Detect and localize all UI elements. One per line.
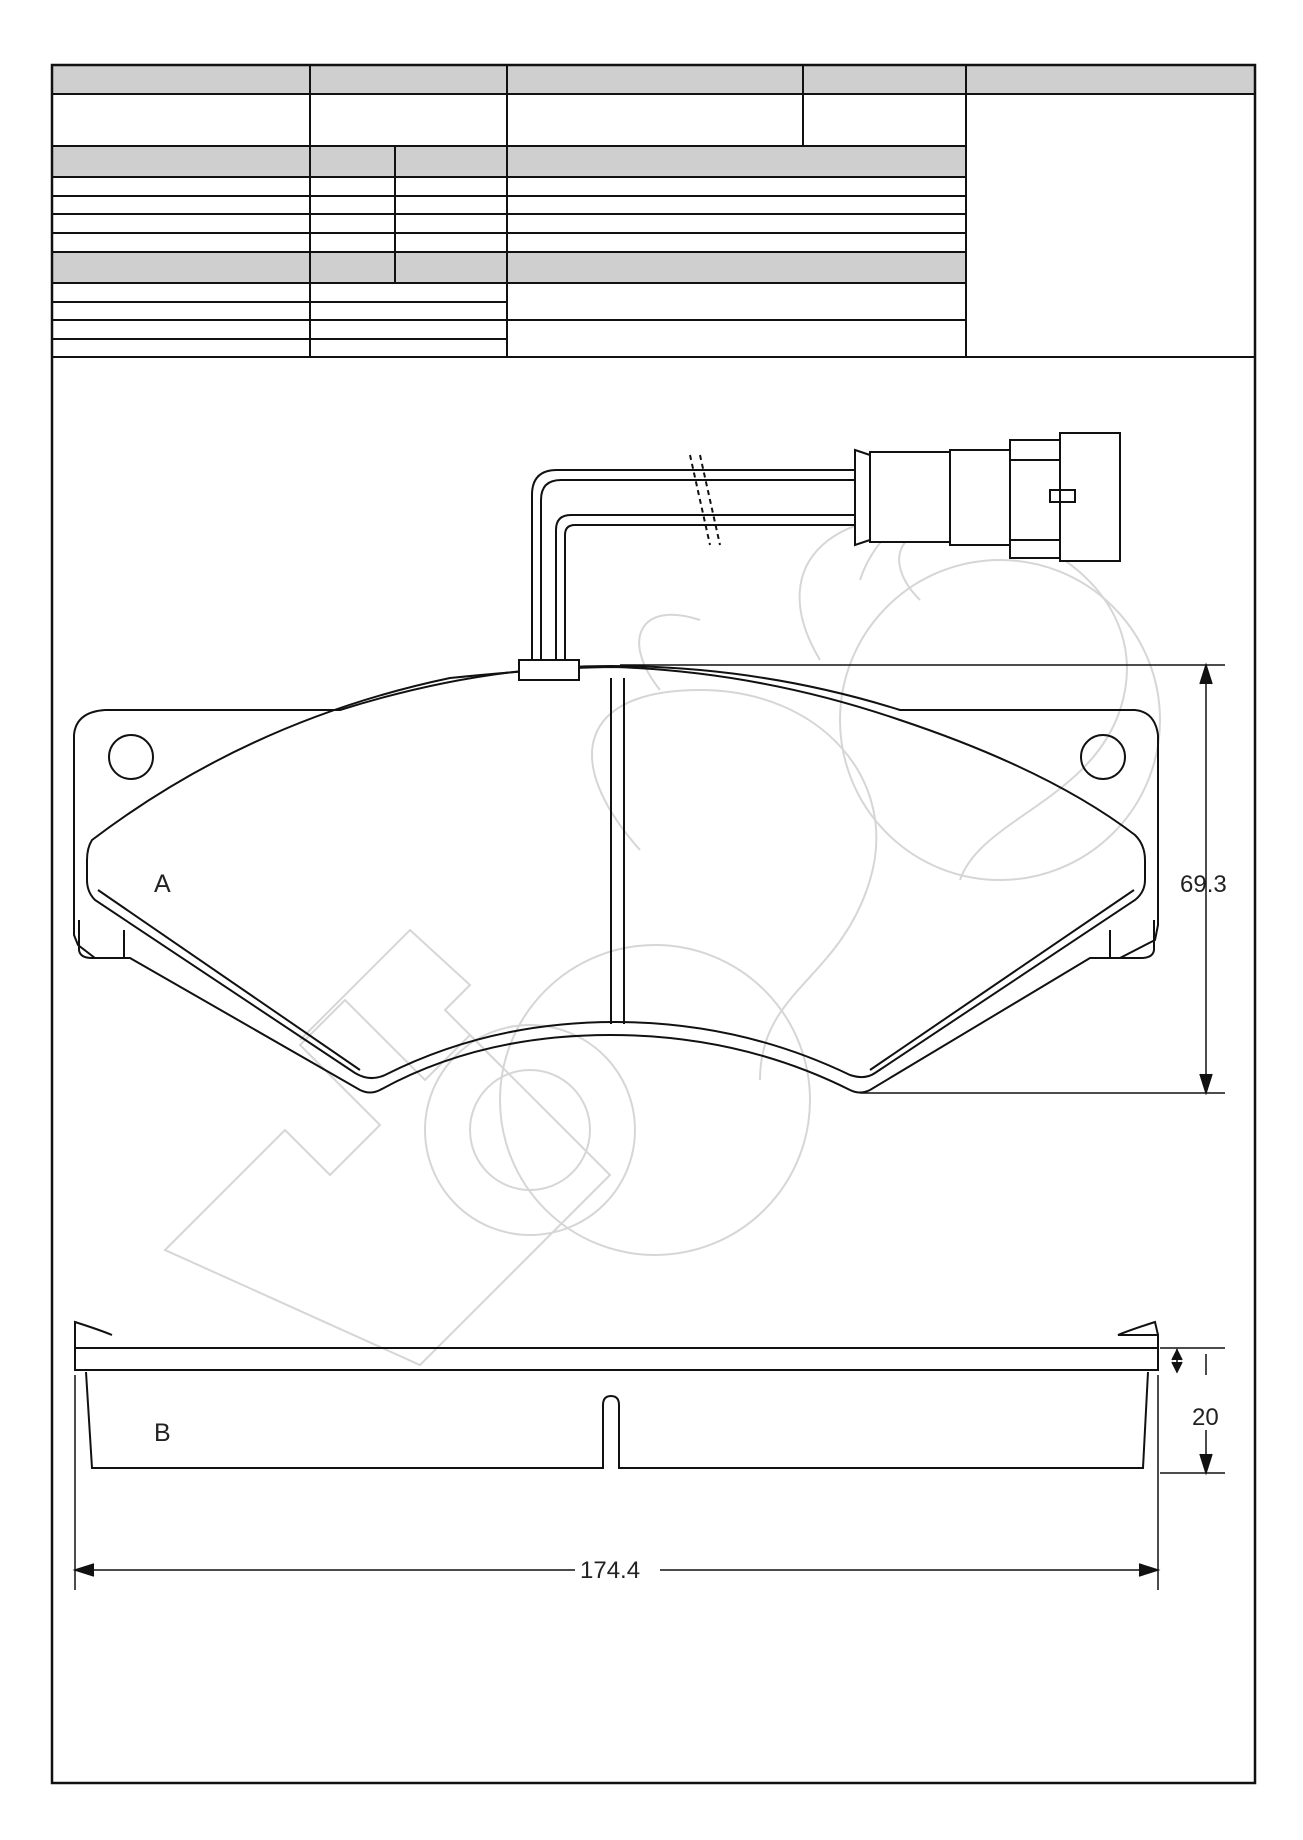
drawing-frame <box>50 63 1257 1785</box>
header-row-1 <box>51 64 1256 95</box>
connector-plug <box>854 432 1121 562</box>
mounting-hole-left <box>108 734 154 780</box>
cable-break-mark-2 <box>699 454 721 546</box>
watermark-logo <box>163 489 1161 1367</box>
sensor-clip <box>518 659 580 681</box>
thickness-dimension-value: 20 <box>1192 1404 1219 1431</box>
view-a-label: A <box>154 870 171 898</box>
dimension-lines <box>72 662 1225 1590</box>
mounting-hole-right <box>1080 734 1126 780</box>
view-b-label: B <box>154 1419 171 1447</box>
lower-tab-right <box>1109 920 1155 959</box>
friction-material-inner-line <box>97 889 361 1071</box>
table-grid-lines <box>52 65 1255 358</box>
view-b-side-profile <box>74 1320 1159 1469</box>
lower-tab-left <box>78 920 125 959</box>
header-row-3 <box>51 251 967 284</box>
wear-sensor-cable <box>518 432 1121 681</box>
side-plate-body <box>74 1347 1159 1371</box>
friction-material-outline <box>86 665 1146 1079</box>
title-block-table <box>51 64 1256 358</box>
height-dimension-value: 69.3 <box>1180 871 1227 898</box>
header-row-2 <box>51 145 967 178</box>
side-backing-plate <box>74 1320 1159 1371</box>
width-dimension-value: 174.4 <box>580 1557 640 1584</box>
cable-break-mark-1 <box>689 454 711 546</box>
side-friction-block <box>85 1371 1149 1469</box>
